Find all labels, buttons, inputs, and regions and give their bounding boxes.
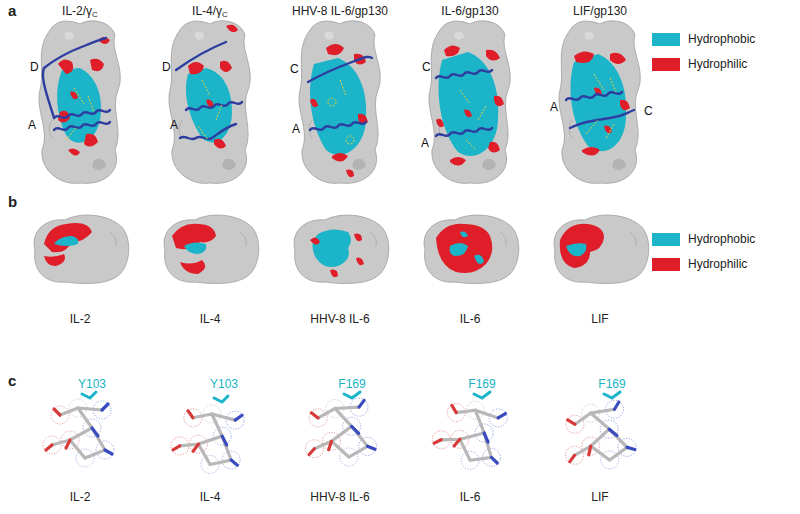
protein-name: IL-2 (70, 312, 91, 326)
panel-letter: b (8, 193, 17, 210)
subscript: C (222, 8, 228, 22)
legend-text: Hydrophobic (688, 232, 755, 246)
residue-label: F169 (468, 377, 495, 391)
helix-label: C (644, 104, 653, 118)
protein-name: IL-6 (460, 312, 481, 326)
residue-label: F169 (598, 377, 625, 391)
residue-label: F169 (338, 377, 365, 391)
subscript: C (92, 8, 98, 22)
protein-name: IL-6 (460, 490, 481, 504)
residue-label: Y103 (78, 377, 106, 391)
protein-name: IL-4 (200, 312, 221, 326)
protein-name: LIF (591, 490, 608, 504)
legend-swatch (652, 233, 680, 246)
protein-name: IL-4 (200, 490, 221, 504)
legend-text: Hydrophilic (688, 257, 747, 271)
panel-letter: a (8, 2, 16, 19)
helix-label: C (290, 62, 299, 76)
legend-text: Hydrophobic (688, 32, 755, 46)
helix-label: A (170, 118, 178, 132)
complex-title: HHV-8 IL-6/gp130 (292, 4, 388, 18)
legend-swatch (652, 58, 680, 71)
residue-label: Y103 (210, 377, 238, 391)
helix-label: C (422, 60, 431, 74)
protein-name: HHV-8 IL-6 (310, 490, 369, 504)
legend-swatch (652, 33, 680, 46)
title-group: IL-2/γC (62, 4, 98, 18)
helix-label: A (421, 136, 429, 150)
complex-title: LIF/gp130 (573, 4, 627, 18)
legend-text: Hydrophilic (688, 57, 747, 71)
legend-swatch (652, 258, 680, 271)
panel-letter: c (8, 372, 16, 389)
protein-name: HHV-8 IL-6 (310, 312, 369, 326)
helix-label: A (550, 100, 558, 114)
helix-label: A (292, 122, 300, 136)
complex-title: IL-2/γ (62, 4, 92, 18)
complex-title: IL-6/gp130 (441, 4, 498, 18)
complex-title: IL-4/γ (192, 4, 222, 18)
protein-name: LIF (591, 312, 608, 326)
helix-label: A (28, 118, 36, 132)
helix-label: D (30, 60, 39, 74)
title-group: IL-4/γC (192, 4, 228, 18)
helix-label: D (162, 60, 171, 74)
protein-name: IL-2 (70, 490, 91, 504)
